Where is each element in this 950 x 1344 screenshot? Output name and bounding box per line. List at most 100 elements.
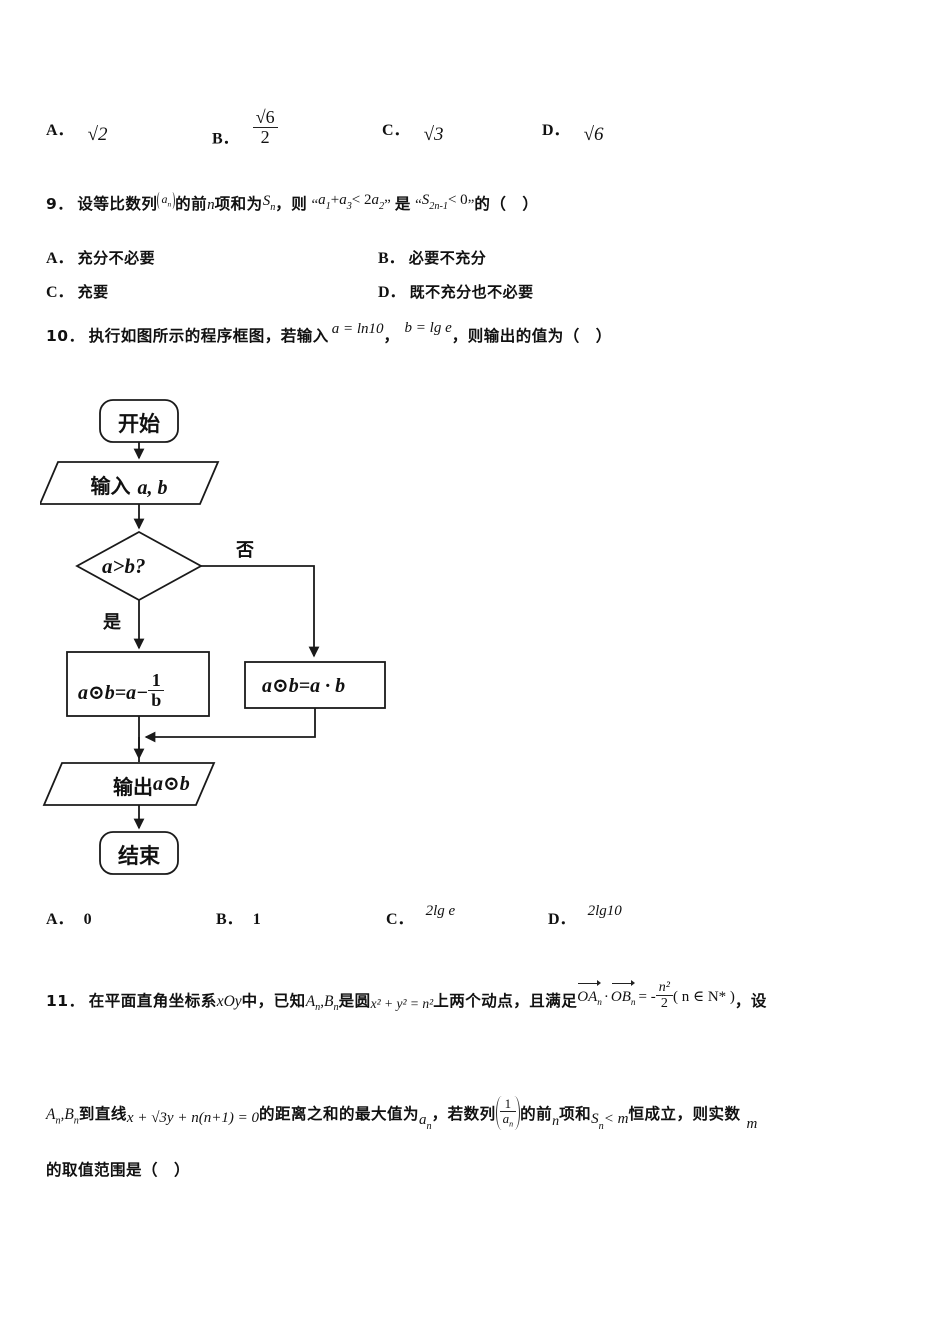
question10-stem-text-2: ，则输出的值为（ ）: [451, 327, 612, 345]
question11-reciprocal-den-sub: n: [509, 1119, 514, 1129]
question9-option-b-letter: B．: [378, 250, 405, 267]
question11-circle-equation: x² + y² = n²: [370, 995, 434, 1011]
question11-l2-text-2: 的距离之和的最大值为: [258, 1104, 419, 1123]
question11-l2-point-a-sub: n: [55, 1115, 61, 1127]
option-d-letter-q8: D．: [542, 122, 570, 139]
question11-l2-text-6: 恒成立，则实数: [628, 1104, 741, 1123]
flow-process-left-numerator: 1: [151, 670, 161, 690]
question9-option-c-label: 充要: [77, 283, 109, 301]
flow-input-shape: [40, 461, 220, 505]
option-c-value-q8: √3: [423, 124, 444, 145]
question10-option-c-value: 2lg e: [425, 903, 456, 919]
question11-xoy: xOy: [216, 992, 242, 1010]
question9-option-c-letter: C．: [46, 284, 74, 301]
question9-option-c: C． 充要: [46, 278, 109, 302]
question11-line1: 11． 在平面直角坐标系xOy中，已知An,Bn是圆x² + y² = n²上两…: [46, 979, 767, 1016]
flow-process-left-fraction: 1 b: [148, 670, 165, 711]
question11-dot-equals: = -: [638, 988, 656, 1005]
question10-input-a: a = ln10: [331, 321, 384, 337]
option-c-q8: C． √3: [382, 116, 444, 145]
question10-option-c-letter: C．: [386, 911, 414, 928]
question9-condition-a2: a: [371, 192, 380, 208]
option-a-value-q8: √2: [87, 124, 108, 145]
flow-decision-label: a>b?: [102, 554, 146, 578]
question11-point-a-sub: n: [315, 1002, 321, 1014]
question9-condition-s2n1-relation: < 0: [447, 192, 468, 208]
question11-l2-text-1: 到直线: [78, 1104, 127, 1123]
question9-condition-a2-sub: 2: [379, 201, 385, 213]
option-b-denominator-q8: 2: [252, 127, 278, 147]
question9-var-n: n: [207, 197, 215, 213]
question10-number: 10．: [46, 327, 85, 345]
question9-condition-a3: a: [339, 192, 347, 208]
question11-point-b: B: [324, 992, 334, 1010]
vector-obn: OBn: [611, 979, 636, 1008]
option-b-numerator-q8: √6: [255, 107, 275, 127]
question11-l2-text-3: ，若数列: [431, 1104, 496, 1123]
question11-comma-1: ,: [320, 993, 325, 1010]
question9-stem-text-6: 的（ ）: [474, 195, 539, 213]
flow-output-expr: a⊙b: [153, 773, 190, 795]
question11-l2-text-4: 的前: [520, 1104, 553, 1123]
flow-input-vars: a, b: [137, 477, 168, 499]
question9-option-a-letter: A．: [46, 250, 74, 267]
question10-option-b: B． 1: [216, 905, 261, 929]
flow-output-text: 输出: [113, 775, 153, 799]
question11-sn: S: [591, 1110, 599, 1127]
question11-an-sub: n: [426, 1121, 432, 1133]
question9-stem-text-3: 项和为: [214, 195, 263, 213]
flow-end-shape: [99, 831, 179, 875]
question11-number: 11．: [46, 991, 85, 1010]
question9-option-d-letter: D．: [378, 284, 406, 301]
question9-sequence-symbol: a: [161, 191, 168, 206]
question9-option-d: D． 既不充分也不必要: [378, 278, 534, 302]
question9-option-a: A． 充分不必要: [46, 244, 155, 268]
question11-m: m: [746, 1115, 758, 1132]
question11-text-4: 上两个动点，且满足: [433, 991, 578, 1010]
flow-input-label: 输入 a, b: [54, 470, 204, 499]
question11-oa: OA: [577, 988, 598, 1005]
option-a-letter-q8: A．: [46, 122, 74, 139]
question9-number: 9．: [46, 195, 74, 213]
question11-l3-text: 的取值范围是（ ）: [46, 1161, 191, 1179]
question9-option-b-label: 必要不充分: [408, 249, 487, 267]
question9-sn-symbol: S: [262, 193, 271, 209]
option-b-q8: B． √6 2: [212, 107, 278, 156]
question11-sn-relation: < m: [603, 1110, 629, 1127]
question11-dot-operator: ·: [603, 988, 609, 1005]
question11-an: a: [418, 1111, 427, 1128]
question11-l2-point-a: A: [46, 1105, 56, 1123]
question9-condition-s2n1-sub: 2n-1: [429, 201, 448, 213]
flow-output-shape: [42, 762, 216, 806]
question9-quote-open-2: “: [415, 197, 422, 213]
question9-quote-open-1: “: [311, 197, 319, 213]
flow-output-label: 输出 a⊙b: [58, 771, 208, 800]
question11-text-3: 是圆: [338, 991, 371, 1010]
question11-text-1: 在平面直角坐标系: [88, 991, 217, 1010]
question10-option-d-letter: D．: [548, 911, 576, 928]
flow-start-label: 开始: [118, 412, 160, 436]
flow-process-left-denominator: b: [148, 690, 165, 710]
question9-condition-plus: +: [330, 192, 340, 208]
flowchart-svg: [40, 399, 386, 875]
flow-branch-yes-label: 是: [103, 612, 121, 633]
option-b-fraction-q8: √6 2: [252, 107, 278, 148]
question9-sn-subscript: n: [270, 202, 276, 214]
option-d-value-q8: √6: [583, 124, 604, 145]
question10-option-a-value: 0: [83, 911, 92, 928]
question11-l2-comma: ,: [60, 1106, 65, 1123]
flow-process-left-lhs: a⊙b=a−: [78, 681, 149, 704]
flow-input-text: 输入: [90, 474, 131, 498]
question11-point-a: A: [305, 992, 316, 1010]
question11-l2-text-5: 项和: [559, 1104, 592, 1123]
question11-dot-numerator: n²: [658, 980, 670, 995]
question10-option-d: D． 2lg10: [548, 903, 622, 929]
question9-option-b: B． 必要不充分: [378, 244, 486, 268]
question10-input-b: b = lg e: [404, 320, 452, 336]
